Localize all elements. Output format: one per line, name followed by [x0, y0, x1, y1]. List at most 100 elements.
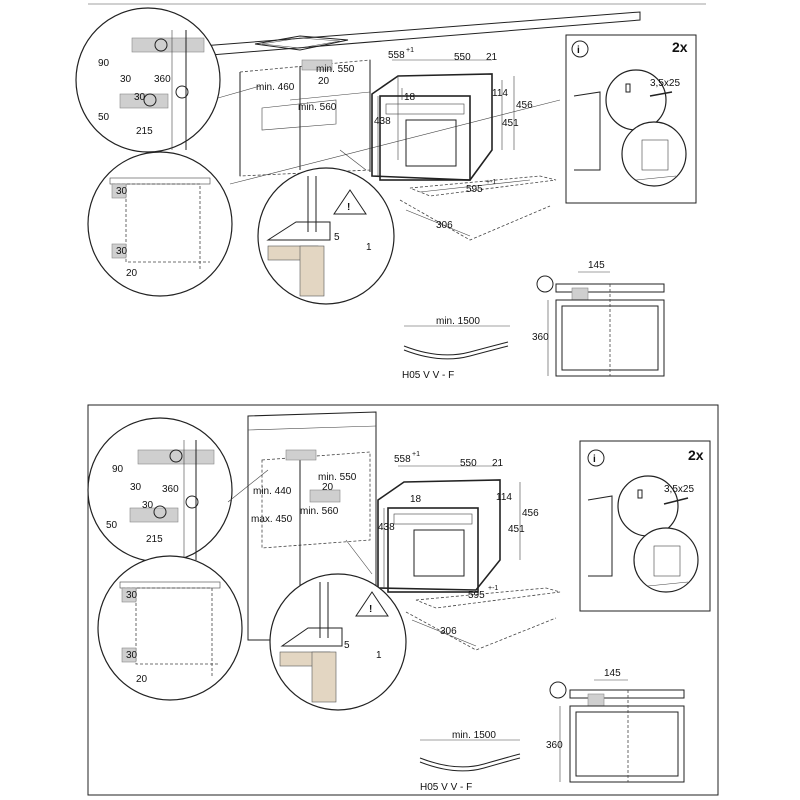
warning-icon — [333, 189, 367, 215]
svg-text:+-1: +-1 — [486, 179, 496, 186]
svg-text:+1: +1 — [412, 451, 420, 458]
dim-min-width: min. 560 — [300, 506, 339, 517]
oven-body — [377, 479, 501, 591]
svg-text:30: 30 — [134, 92, 146, 103]
screw-size: 3,5x25 — [650, 78, 680, 89]
svg-text:+1: +1 — [406, 47, 414, 54]
side-view: 145 360 — [532, 260, 665, 377]
oven-control-panel — [393, 513, 473, 525]
detail-circle-clearance — [87, 151, 233, 297]
info-icon — [571, 40, 589, 58]
dim-438: 438 — [378, 522, 395, 533]
hob-cutout — [254, 35, 349, 51]
svg-text:1: 1 — [376, 650, 382, 661]
svg-text:30: 30 — [142, 500, 154, 511]
dim-min-height: min. 460 — [256, 82, 295, 93]
dim-451: 451 — [508, 524, 525, 535]
dim-max-height: max. 450 — [251, 514, 293, 525]
svg-text:20: 20 — [126, 268, 138, 279]
power-icon — [154, 38, 168, 52]
svg-text:!: ! — [369, 604, 372, 615]
dim-306: 306 — [436, 220, 453, 231]
dim-min-depth: min. 550 — [316, 64, 355, 75]
svg-text:90: 90 — [98, 58, 110, 69]
svg-text:+-1: +-1 — [488, 585, 498, 592]
cable-type: H05 V V - F — [402, 370, 454, 381]
dim-306: 306 — [440, 626, 457, 637]
screw-size: 3,5x25 — [664, 484, 694, 495]
info-icon — [587, 449, 605, 467]
svg-text:90: 90 — [112, 464, 124, 475]
svg-text:1: 1 — [366, 242, 372, 253]
dim-18: 18 — [404, 92, 416, 103]
svg-text:30: 30 — [126, 650, 138, 661]
info-box — [565, 34, 697, 204]
dim-558: 558 — [388, 50, 405, 61]
dim-114: 114 — [492, 88, 508, 99]
oven-door — [379, 95, 471, 181]
svg-text:30: 30 — [126, 590, 138, 601]
power-icon — [185, 495, 199, 509]
svg-text:20: 20 — [136, 674, 148, 685]
power-icon — [536, 275, 554, 293]
power-cable: min. 1500 H05 V V - F — [419, 730, 521, 793]
power-icon — [153, 505, 167, 519]
dim-min-height: min. 440 — [253, 486, 292, 497]
cabinet-niche — [239, 59, 371, 177]
svg-text:30: 30 — [130, 482, 142, 493]
oven-control-panel — [385, 103, 465, 115]
screw-icon — [663, 497, 689, 505]
oven-window — [405, 119, 457, 167]
dim-min-width: min. 560 — [298, 102, 337, 113]
dim-21: 21 — [486, 52, 498, 63]
dim-456: 456 — [516, 100, 533, 111]
oven-window — [413, 529, 465, 577]
dim-550: 550 — [454, 52, 471, 63]
power-icon — [549, 681, 567, 699]
svg-text:360: 360 — [532, 332, 549, 343]
detail-circle-warning — [269, 573, 407, 711]
dim-21: 21 — [492, 458, 504, 469]
power-cable: min. 1500 H05 V V - F — [402, 316, 510, 381]
screw-icon — [649, 91, 673, 97]
dim-456: 456 — [522, 508, 539, 519]
dim-451: 451 — [502, 118, 519, 129]
dim-gap: 20 — [322, 482, 334, 493]
warning-icon — [355, 591, 389, 617]
svg-text:5: 5 — [334, 232, 340, 243]
detail-circle-clearance — [97, 555, 243, 701]
svg-text:!: ! — [347, 202, 350, 213]
svg-text:30: 30 — [120, 74, 132, 85]
svg-text:145: 145 — [604, 668, 621, 679]
dim-gap: 20 — [318, 76, 330, 87]
power-icon — [169, 449, 183, 463]
power-icon — [143, 93, 157, 107]
svg-text:50: 50 — [106, 520, 118, 531]
svg-text:50: 50 — [98, 112, 110, 123]
svg-text:360: 360 — [546, 740, 563, 751]
svg-text:30: 30 — [116, 186, 128, 197]
svg-text:360: 360 — [154, 74, 171, 85]
svg-text:5: 5 — [344, 640, 350, 651]
top-panel: min. 460 min. 550 20 min. 560 558 +1 550… — [75, 3, 706, 381]
cable-length: min. 1500 — [436, 316, 480, 327]
dim-114: 114 — [496, 492, 512, 503]
side-view: 145 360 — [546, 668, 685, 783]
dim-min-depth: min. 550 — [318, 472, 357, 483]
dim-595: 595 — [468, 590, 485, 601]
cable-type: H05 V V - F — [420, 782, 472, 793]
bottom-panel: min. 440 max. 450 min. 550 20 min. 560 5… — [87, 404, 719, 796]
power-icon — [175, 85, 189, 99]
dim-558: 558 — [394, 454, 411, 465]
fastener-count: 2x — [672, 39, 688, 55]
svg-text:145: 145 — [588, 260, 605, 271]
oven-door — [387, 507, 479, 593]
svg-text:30: 30 — [116, 246, 128, 257]
svg-text:360: 360 — [162, 484, 179, 495]
oven-body — [371, 73, 493, 181]
info-box — [579, 440, 711, 612]
dim-438: 438 — [374, 116, 391, 127]
dim-595: 595 — [466, 184, 483, 195]
cable-length: min. 1500 — [452, 730, 496, 741]
